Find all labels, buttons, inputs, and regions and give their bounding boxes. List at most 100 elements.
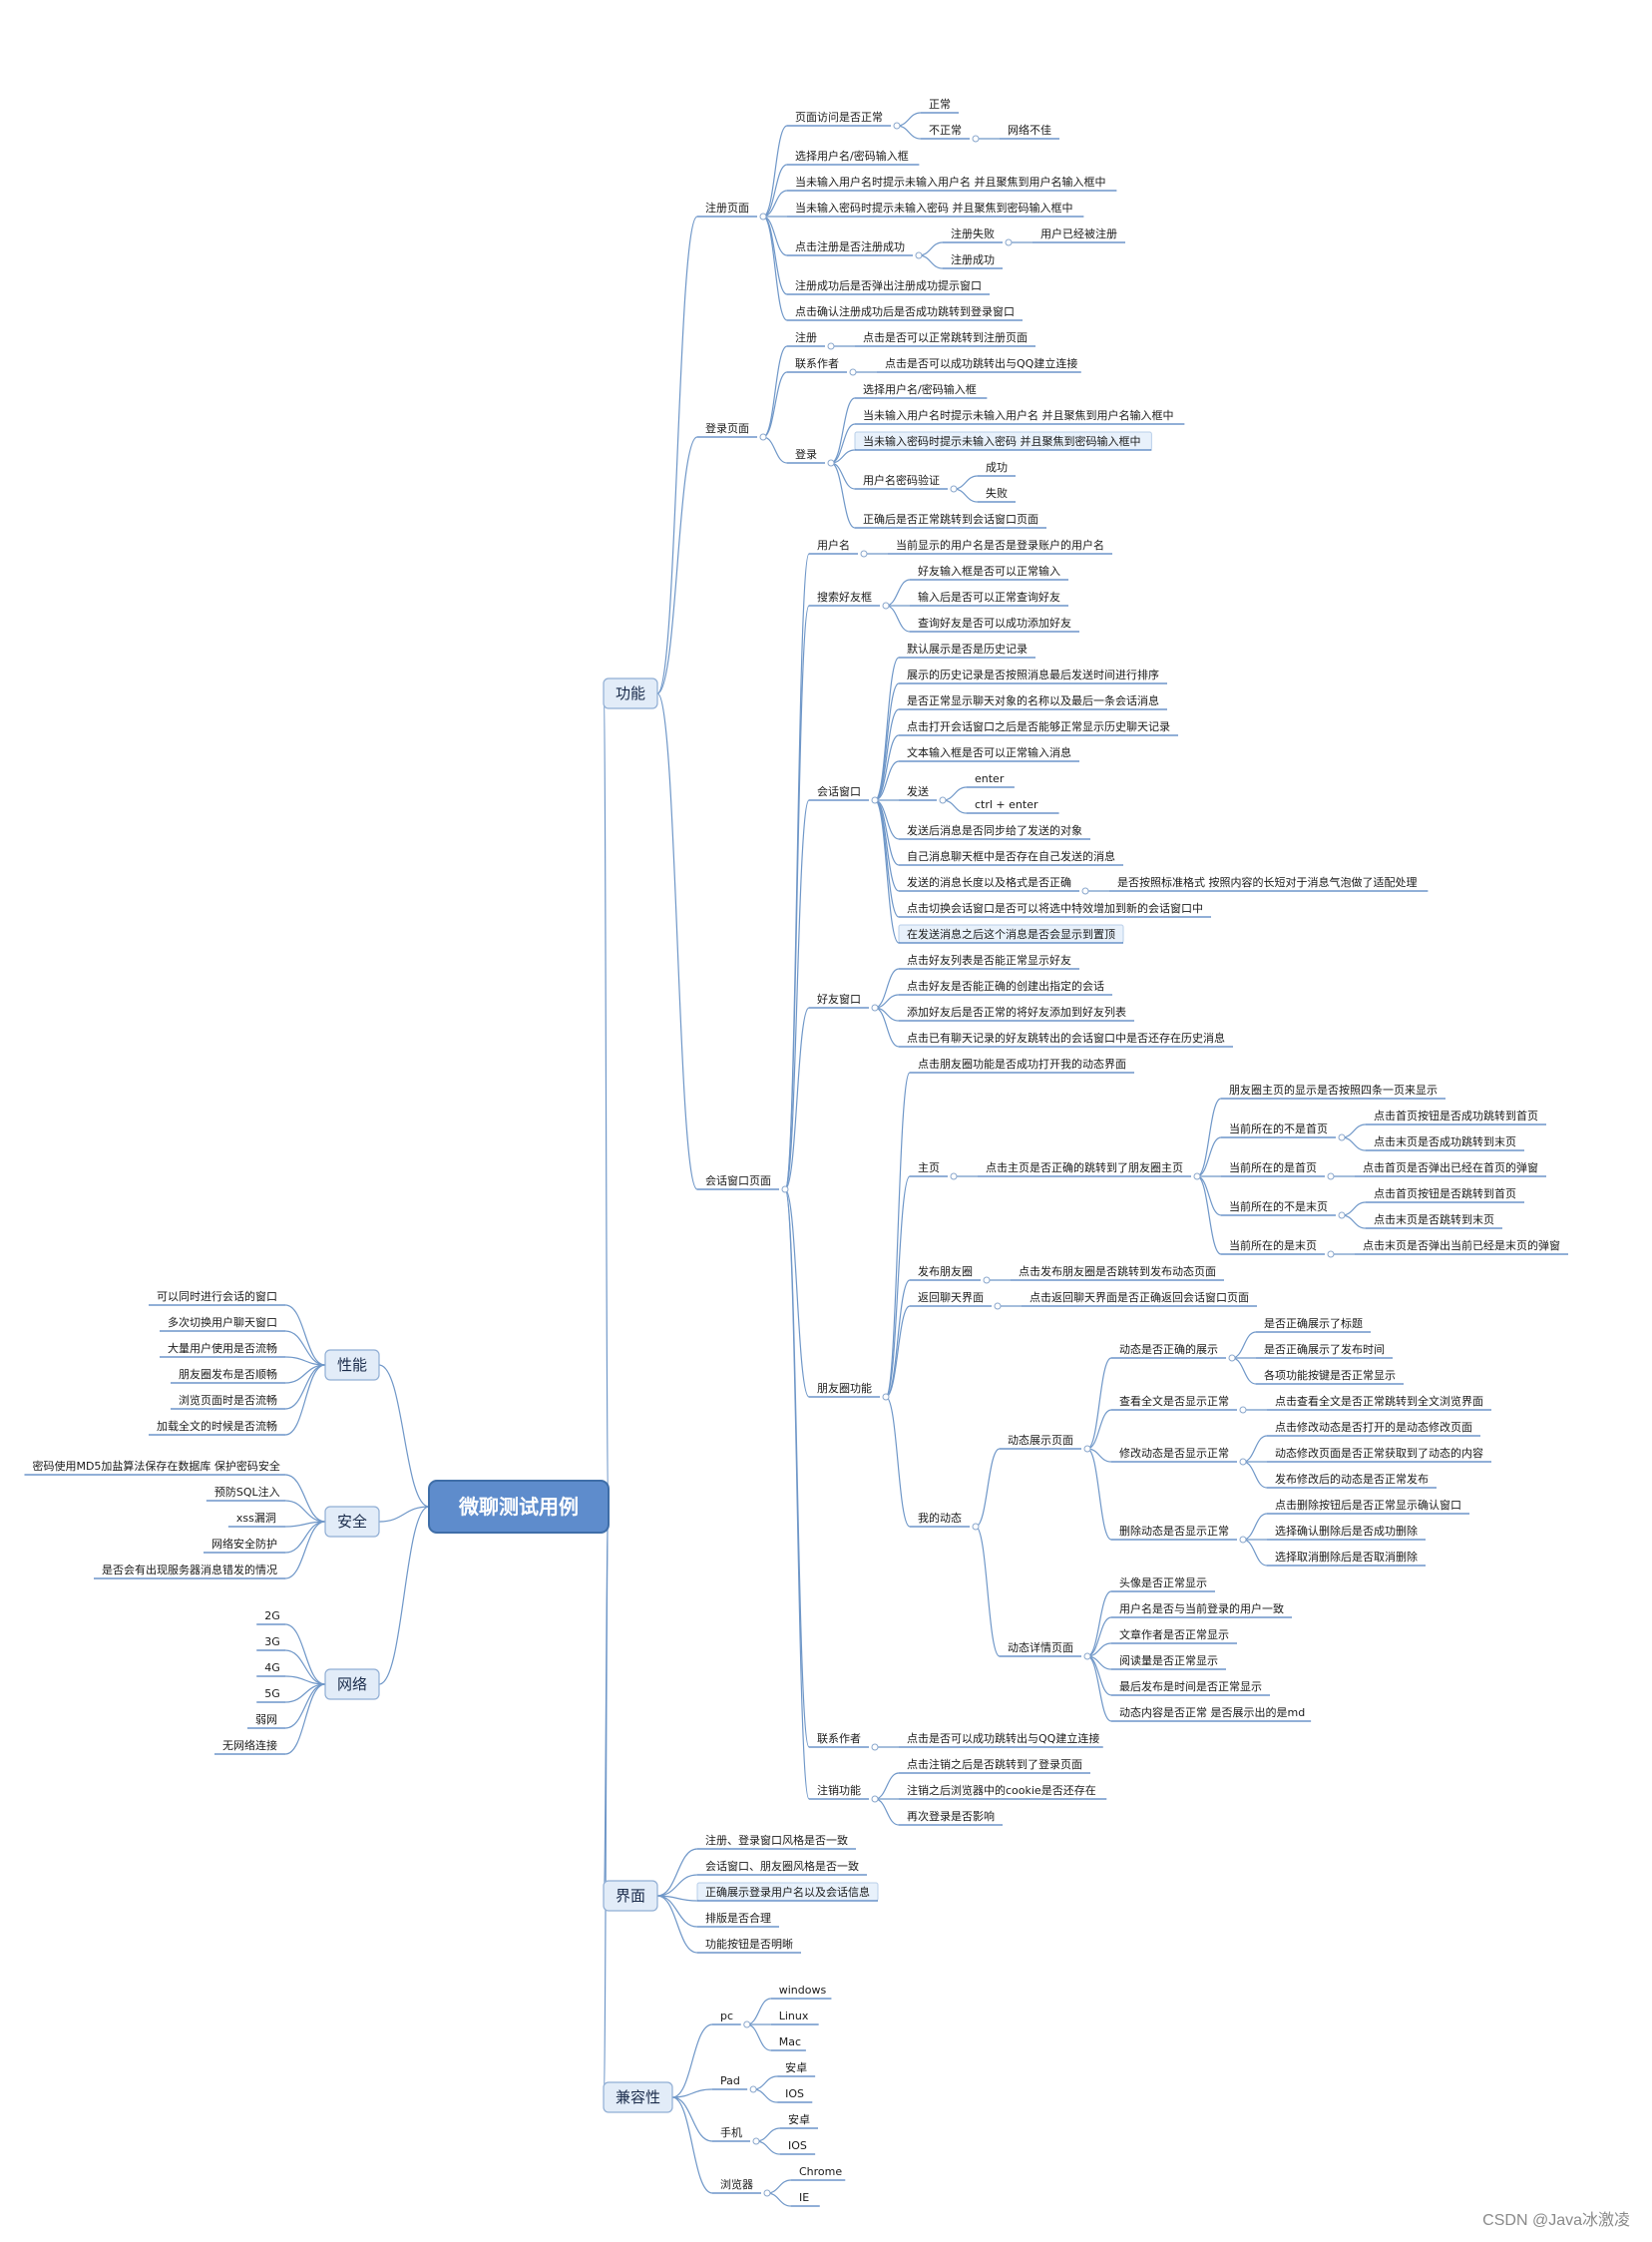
- collapse-dot[interactable]: [983, 1276, 991, 1284]
- node-93[interactable]: 文章作者是否正常显示: [1111, 1627, 1237, 1644]
- collapse-dot[interactable]: [1239, 1406, 1247, 1414]
- node-35[interactable]: 会话窗口: [809, 784, 879, 804]
- collapse-dot[interactable]: [972, 1523, 980, 1531]
- node-71[interactable]: 点击发布朋友圈是否跳转到发布动态页面: [1011, 1264, 1224, 1281]
- node-140[interactable]: 5G: [256, 1687, 285, 1703]
- node-133[interactable]: xss漏洞: [227, 1512, 285, 1528]
- collapse-dot[interactable]: [743, 2020, 751, 2028]
- node-4[interactable]: 不正常: [921, 124, 980, 143]
- collapse-dot[interactable]: [849, 368, 857, 376]
- node-134[interactable]: 网络安全防护: [204, 1537, 285, 1554]
- node-23[interactable]: 当未输入密码时提示未输入密码 并且聚焦到密码输入框中: [854, 431, 1152, 451]
- node-98[interactable]: 点击是否可以成功跳转出与QQ建立连接: [899, 1731, 1103, 1748]
- node-110[interactable]: pc: [712, 2010, 751, 2028]
- node-9[interactable]: 点击注册是否注册成功: [787, 239, 923, 259]
- node-61[interactable]: 点击首页按钮是否成功跳转到首页: [1366, 1109, 1546, 1125]
- node-126[interactable]: 大量用户使用是否流畅: [160, 1341, 285, 1358]
- collapse-dot[interactable]: [893, 122, 901, 130]
- node-46[interactable]: 发送的消息长度以及格式是否正确: [899, 875, 1089, 895]
- node-124[interactable]: 可以同时进行会话的窗口: [149, 1289, 285, 1306]
- node-105[interactable]: 会话窗口、朋友圈风格是否一致: [697, 1859, 867, 1876]
- collapse-dot[interactable]: [1327, 1250, 1335, 1258]
- node-67[interactable]: 点击末页是否跳转到末页: [1366, 1212, 1502, 1229]
- node-28[interactable]: 会话窗口页面: [697, 1173, 789, 1193]
- collapse-dot[interactable]: [1239, 1458, 1247, 1466]
- node-111[interactable]: windows: [770, 1984, 832, 2000]
- node-106[interactable]: 正确展示登录用户名以及会话信息: [696, 1882, 879, 1902]
- node-137[interactable]: 2G: [256, 1609, 285, 1625]
- collapse-dot[interactable]: [759, 433, 767, 441]
- collapse-dot[interactable]: [882, 602, 890, 610]
- node-21[interactable]: 选择用户名/密码输入框: [855, 382, 988, 399]
- node-139[interactable]: 4G: [256, 1661, 285, 1677]
- node-22[interactable]: 当未输入用户名时提示未输入用户名 并且聚焦到用户名输入框中: [855, 408, 1185, 425]
- node-13[interactable]: 注册成功后是否弹出注册成功提示窗口: [787, 278, 990, 295]
- collapse-dot[interactable]: [1083, 1445, 1091, 1453]
- node-108[interactable]: 功能按钮是否明晰: [697, 1937, 801, 1954]
- node-17[interactable]: 点击是否可以正常跳转到注册页面: [855, 330, 1035, 347]
- node-20[interactable]: 登录: [787, 447, 835, 467]
- node-41[interactable]: 发送: [899, 784, 947, 804]
- node-82[interactable]: 修改动态是否显示正常: [1111, 1446, 1247, 1466]
- node-15[interactable]: 登录页面: [697, 421, 767, 441]
- node-119[interactable]: IOS: [780, 2139, 816, 2155]
- node-127[interactable]: 朋友圈发布是否顺畅: [171, 1367, 285, 1384]
- node-16[interactable]: 注册: [787, 330, 835, 350]
- collapse-dot[interactable]: [749, 2085, 757, 2093]
- node-59[interactable]: 朋友圈主页的显示是否按照四条一页来显示: [1221, 1083, 1446, 1100]
- node-128[interactable]: 浏览页面时是否流畅: [171, 1393, 285, 1410]
- node-6[interactable]: 选择用户名/密码输入框: [787, 149, 920, 166]
- node-92[interactable]: 用户名是否与当前登录的用户一致: [1111, 1601, 1292, 1618]
- node-120[interactable]: 浏览器: [712, 2177, 771, 2197]
- node-65[interactable]: 当前所在的不是末页: [1221, 1199, 1346, 1219]
- node-77[interactable]: 是否正确展示了标题: [1256, 1316, 1371, 1333]
- node-114[interactable]: Pad: [712, 2074, 757, 2093]
- node-80[interactable]: 查看全文是否显示正常: [1111, 1394, 1247, 1414]
- node-79[interactable]: 各项功能按键是否正常显示: [1256, 1368, 1404, 1385]
- node-62[interactable]: 点击末页是否成功跳转到末页: [1366, 1134, 1524, 1151]
- node-24[interactable]: 用户名密码验证: [855, 473, 958, 493]
- node-94[interactable]: 阅读量是否正常显示: [1111, 1653, 1226, 1670]
- collapse-dot[interactable]: [994, 1302, 1002, 1310]
- node-10[interactable]: 注册失败: [943, 226, 1013, 246]
- node-11[interactable]: 用户已经被注册: [1032, 226, 1125, 243]
- node-33[interactable]: 输入后是否可以正常查询好友: [910, 590, 1068, 607]
- node-19[interactable]: 点击是否可以成功跳转出与QQ建立连接: [877, 356, 1081, 373]
- branch-123[interactable]: 性能: [324, 1349, 380, 1381]
- node-102[interactable]: 再次登录是否影响: [899, 1809, 1003, 1826]
- node-132[interactable]: 预防SQL注入: [206, 1485, 285, 1502]
- node-31[interactable]: 搜索好友框: [809, 590, 890, 610]
- collapse-dot[interactable]: [1081, 887, 1089, 895]
- node-117[interactable]: 手机: [712, 2125, 760, 2145]
- node-1[interactable]: 注册页面: [697, 201, 767, 221]
- node-85[interactable]: 发布修改后的动态是否正常发布: [1267, 1472, 1437, 1489]
- node-12[interactable]: 注册成功: [943, 252, 1003, 269]
- node-38[interactable]: 是否正常显示聊天对象的名称以及最后一条会话消息: [899, 693, 1167, 710]
- node-27[interactable]: 正确后是否正常跳转到会话窗口页面: [855, 512, 1046, 529]
- node-8[interactable]: 当未输入密码时提示未输入密码 并且聚焦到密码输入框中: [787, 201, 1084, 218]
- branch-130[interactable]: 安全: [324, 1506, 380, 1538]
- node-95[interactable]: 最后发布是时间是否正常显示: [1111, 1679, 1270, 1696]
- node-72[interactable]: 返回聊天界面: [910, 1290, 1002, 1310]
- collapse-dot[interactable]: [950, 1172, 958, 1180]
- collapse-dot[interactable]: [752, 2137, 760, 2145]
- node-89[interactable]: 选择取消删除后是否取消删除: [1267, 1550, 1426, 1567]
- node-5[interactable]: 网络不佳: [1000, 123, 1059, 140]
- collapse-dot[interactable]: [871, 796, 879, 804]
- node-58[interactable]: 点击主页是否正确的跳转到了朋友圈主页: [978, 1160, 1201, 1180]
- node-40[interactable]: 文本输入框是否可以正常输入消息: [899, 745, 1079, 762]
- node-51[interactable]: 点击好友列表是否能正常显示好友: [899, 953, 1079, 970]
- collapse-dot[interactable]: [950, 485, 958, 493]
- node-45[interactable]: 自己消息聊天框中是否存在自己发送的消息: [899, 849, 1123, 866]
- node-25[interactable]: 成功: [978, 461, 1016, 477]
- node-55[interactable]: 朋友圈功能: [809, 1381, 890, 1401]
- node-112[interactable]: Linux: [770, 2010, 819, 2025]
- collapse-dot[interactable]: [759, 213, 767, 221]
- collapse-dot[interactable]: [1338, 1133, 1346, 1141]
- node-75[interactable]: 动态展示页面: [1000, 1434, 1091, 1453]
- branch-136[interactable]: 网络: [324, 1668, 380, 1700]
- node-60[interactable]: 当前所在的不是首页: [1221, 1121, 1346, 1141]
- node-57[interactable]: 主页: [910, 1161, 958, 1180]
- node-56[interactable]: 点击朋友圈功能是否成功打开我的动态界面: [910, 1057, 1134, 1074]
- collapse-dot[interactable]: [1083, 1652, 1091, 1660]
